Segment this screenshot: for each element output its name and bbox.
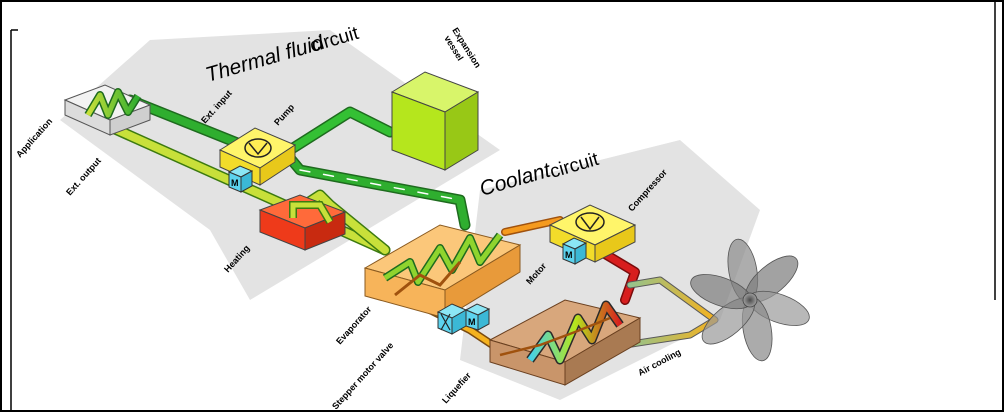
pump-motor: M <box>227 165 254 193</box>
valve-motor-letter: M <box>468 317 476 327</box>
liquefier-unit <box>488 299 642 386</box>
pump-motor-letter: M <box>231 178 239 188</box>
compressor-motor: M <box>561 237 588 265</box>
fan <box>690 238 810 362</box>
application-unit <box>63 84 152 136</box>
compressor-motor-letter: M <box>565 250 573 260</box>
heating-unit <box>258 194 347 251</box>
thermal-pipes <box>89 94 471 256</box>
expansion-vessel <box>390 71 480 171</box>
evaporator-unit <box>363 224 522 319</box>
stepper-motor-valve: M <box>436 303 491 335</box>
